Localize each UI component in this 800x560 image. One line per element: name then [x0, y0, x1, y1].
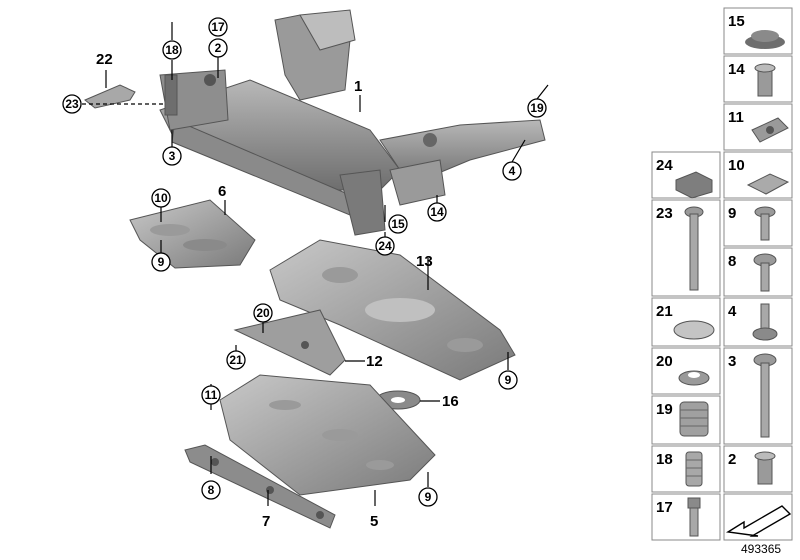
callout-20: 20	[253, 303, 273, 323]
callout-18: 18	[162, 40, 182, 60]
svg-text:19: 19	[530, 101, 544, 115]
underbody-panel-5	[219, 374, 436, 496]
callout-19: 19	[527, 98, 547, 118]
callout-10: 10	[151, 188, 171, 208]
callout-8: 8	[201, 480, 221, 500]
callout-22: 22	[96, 51, 113, 68]
svg-text:14: 14	[430, 205, 444, 219]
svg-text:4: 4	[728, 303, 737, 320]
callout-21: 21	[226, 350, 246, 370]
callout-9-right: 9	[498, 370, 518, 390]
legend-cell-3: 3	[723, 347, 793, 445]
legend-cell-24: 24	[651, 151, 721, 199]
legend-cell-21: 21	[651, 297, 721, 347]
svg-text:15: 15	[391, 217, 405, 231]
callout-9-lower: 9	[418, 487, 438, 507]
reference-number: 493365	[741, 542, 781, 556]
svg-text:20: 20	[256, 306, 270, 320]
legend-cell-2: 2	[723, 445, 793, 493]
callout-5: 5	[370, 513, 378, 530]
callout-23: 23	[62, 94, 82, 114]
svg-text:9: 9	[728, 205, 736, 222]
underbody-panel-6	[129, 199, 256, 269]
callout-1: 1	[354, 78, 362, 95]
bracket-part-22	[75, 84, 165, 109]
legend-cell-11: 11	[723, 103, 793, 151]
legend-cell-4: 4	[723, 297, 793, 347]
svg-text:2: 2	[215, 41, 222, 55]
callout-2: 2	[208, 38, 228, 58]
svg-text:2: 2	[728, 451, 736, 468]
callout-14: 14	[427, 202, 447, 222]
svg-text:21: 21	[229, 353, 243, 367]
callout-24: 24	[375, 236, 395, 256]
svg-text:3: 3	[728, 353, 736, 370]
legend-cell-8: 8	[723, 247, 793, 297]
svg-text:23: 23	[65, 97, 79, 111]
strip-part-7	[184, 444, 336, 529]
legend-cell-10: 10	[723, 151, 793, 199]
front-axle-subframe	[159, 9, 546, 236]
underbody-panel-13	[269, 239, 516, 381]
legend-cell-20: 20	[651, 347, 721, 395]
svg-text:19: 19	[656, 401, 673, 418]
svg-text:17: 17	[656, 499, 673, 516]
svg-text:10: 10	[728, 157, 745, 174]
svg-text:11: 11	[728, 109, 744, 126]
legend-cell-15: 15	[723, 7, 793, 55]
svg-text:4: 4	[509, 164, 516, 178]
callout-12: 12	[366, 353, 383, 370]
callout-13: 13	[416, 253, 433, 270]
svg-text:10: 10	[154, 191, 168, 205]
svg-text:14: 14	[728, 61, 745, 78]
legend-cell-17: 17	[651, 493, 721, 541]
legend-cell-14: 14	[723, 55, 793, 103]
callout-17: 17	[208, 17, 228, 37]
callout-6: 6	[218, 183, 226, 200]
svg-text:17: 17	[211, 20, 225, 34]
callout-9-upper: 9	[151, 252, 171, 272]
legend-cell-19: 19	[651, 395, 721, 445]
direction-arrow-icon	[725, 505, 792, 537]
svg-text:11: 11	[205, 388, 218, 402]
svg-text:24: 24	[378, 239, 392, 253]
svg-text:8: 8	[728, 253, 736, 270]
svg-text:23: 23	[656, 205, 673, 222]
callout-7: 7	[262, 513, 270, 530]
leader-lines	[105, 22, 549, 506]
legend-cell-arrow	[723, 493, 793, 541]
svg-text:3: 3	[169, 149, 176, 163]
svg-text:8: 8	[208, 483, 215, 497]
callout-15: 15	[388, 214, 408, 234]
parts-legend: 15 14 11 24 10 23	[651, 7, 793, 541]
svg-text:15: 15	[728, 13, 745, 30]
callout-16: 16	[442, 393, 459, 410]
legend-cell-9: 9	[723, 199, 793, 247]
svg-text:9: 9	[505, 373, 512, 387]
legend-cell-23: 23	[651, 199, 721, 297]
callouts: 1 22 6 13 12 16 7 5 17 2 18 23 3	[62, 17, 547, 530]
svg-text:9: 9	[425, 490, 432, 504]
svg-text:18: 18	[656, 451, 673, 468]
svg-text:20: 20	[656, 353, 673, 370]
svg-text:21: 21	[656, 303, 673, 320]
svg-text:18: 18	[165, 43, 179, 57]
callout-11: 11	[201, 385, 221, 405]
callout-3: 3	[162, 146, 182, 166]
svg-text:24: 24	[656, 157, 673, 174]
legend-cell-18: 18	[651, 445, 721, 493]
svg-text:9: 9	[158, 255, 165, 269]
callout-4: 4	[502, 161, 522, 181]
